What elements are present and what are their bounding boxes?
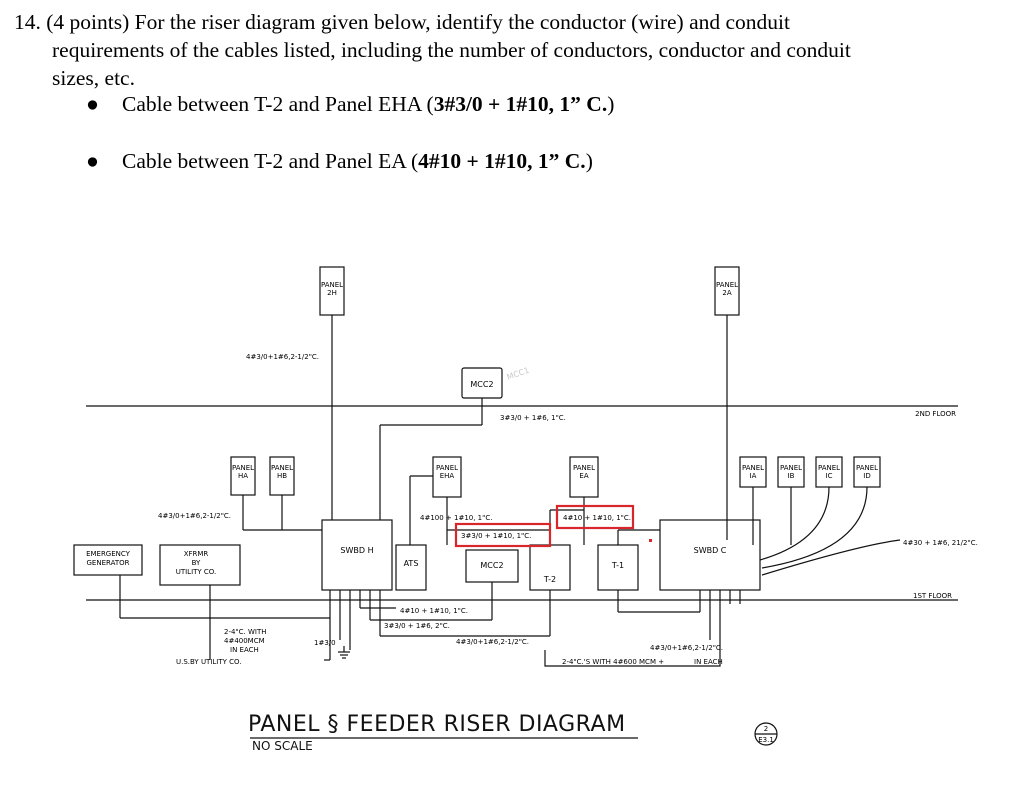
panel-2h-id: 2H xyxy=(327,289,337,297)
panel-ic-id: IC xyxy=(826,472,833,480)
bullet-answer: 3#3/0 + 1#10, 1” C. xyxy=(433,92,608,116)
sheet-number: 2 xyxy=(764,725,768,733)
bullet-dot-icon: ● xyxy=(86,92,99,116)
utility-label: U.S.BY UTILITY CO. xyxy=(176,658,241,666)
feeder-ea-highlighted-label: 4#10 + 1#10, 1"C. xyxy=(563,514,631,522)
highlight-eha-feeder xyxy=(454,522,552,548)
question-line-3: sizes, etc. xyxy=(52,66,135,90)
panel-ib-id: IB xyxy=(788,472,795,480)
first-floor-label: 1ST FLOOR xyxy=(913,592,952,600)
bullet-text: Cable between T-2 and Panel EHA (3#3/0 +… xyxy=(122,92,614,117)
feeder-swbdc-each-label: IN EACH xyxy=(694,658,723,666)
panel-id-id: ID xyxy=(863,472,870,480)
ground-label: 1#3/0 xyxy=(314,639,336,647)
swbd-h-box xyxy=(321,519,393,591)
panel-ic-label: PANEL xyxy=(818,464,840,472)
bullet-prefix: Cable between T-2 and Panel EA ( xyxy=(122,149,419,173)
t2-label: T-2 xyxy=(543,575,556,584)
bullet-suffix: ) xyxy=(585,149,593,173)
feeder-2h-label: 4#3/0+1#6,2-1/2"C. xyxy=(246,353,319,361)
ats-label: ATS xyxy=(404,559,419,568)
question-line-1: 14. (4 points) For the riser diagram giv… xyxy=(14,10,790,34)
feeder-mcc-top-label: 3#3/0 + 1#6, 1"C. xyxy=(500,414,566,422)
feeder-swbdc-430-label: 4#3/0+1#6,2-1/2"C. xyxy=(650,644,723,652)
mcc2-top-label: MCC2 xyxy=(470,380,493,389)
swbd-c-box xyxy=(659,519,761,591)
mcc2-bottom-label: MCC2 xyxy=(480,561,503,570)
panel-ia-id: IA xyxy=(750,472,757,480)
bullet-text: Cable between T-2 and Panel EA (4#10 + 1… xyxy=(122,149,593,174)
xfrmr-label-1: XFRMR xyxy=(184,550,209,558)
bullet-answer: 4#10 + 1#10, 1” C. xyxy=(418,149,586,173)
feeder-right-label: 4#30 + 1#6, 21/2"C. xyxy=(903,539,978,547)
xfrmr-box xyxy=(159,544,241,586)
panel-2a-label: PANEL xyxy=(716,281,738,289)
feeder-eha-highlighted-label: 3#3/0 + 1#10, 1"C. xyxy=(461,532,531,540)
panel-id-label: PANEL xyxy=(856,464,878,472)
feeder-ats-410-label: 4#10 + 1#10, 1"C. xyxy=(400,607,468,615)
red-dot-mark xyxy=(649,539,652,542)
panel-ha-id: HA xyxy=(238,472,248,480)
swbd-h-label: SWBD H xyxy=(340,546,373,555)
mcc2-handwritten-note: MCC1 xyxy=(506,365,531,381)
panel-hb-id: HB xyxy=(277,472,287,480)
swbd-c-label: SWBD C xyxy=(694,546,727,555)
diagram-subtitle: NO SCALE xyxy=(252,739,313,753)
feeder-swbdc-bottom-label: 2-4"C.'S WITH 4#600 MCM + xyxy=(562,658,664,666)
bullet-suffix: ) xyxy=(607,92,615,116)
feeder-4100-label: 4#100 + 1#10, 1"C. xyxy=(420,514,492,522)
panel-eha-id: EHA xyxy=(440,472,455,480)
xfrmr-feed-label-2: 4#400MCM xyxy=(224,637,265,645)
panel-eha-label: PANEL xyxy=(436,464,458,472)
panel-ha-label: PANEL xyxy=(232,464,254,472)
ats-box xyxy=(395,544,427,591)
bullet-dot-icon: ● xyxy=(86,149,99,173)
diagram-title: PANEL § FEEDER RISER DIAGRAM xyxy=(248,712,626,737)
second-floor-label: 2ND FLOOR xyxy=(915,410,956,418)
panel-ea-label: PANEL xyxy=(573,464,595,472)
t1-label: T-1 xyxy=(611,561,624,570)
panel-2a-id: 2A xyxy=(722,289,731,297)
highlight-ea-feeder xyxy=(555,504,635,530)
feeder-hahb-label: 4#3/0+1#6,2-1/2"C. xyxy=(158,512,231,520)
panel-ia-label: PANEL xyxy=(742,464,764,472)
panel-2h-label: PANEL xyxy=(321,281,343,289)
feeder-ats-430-label: 4#3/0+1#6,2-1/2"C. xyxy=(456,638,529,646)
panel-ib-label: PANEL xyxy=(780,464,802,472)
emergency-label-2: GENERATOR xyxy=(87,559,130,567)
feeder-ats-330-label: 3#3/0 + 1#6, 2"C. xyxy=(384,622,450,630)
panel-ea-id: EA xyxy=(579,472,588,480)
panel-hb-label: PANEL xyxy=(271,464,293,472)
xfrmr-feed-label-1: 2-4"C. WITH xyxy=(224,628,267,636)
question-line-2: requirements of the cables listed, inclu… xyxy=(52,38,851,62)
xfrmr-label-3: UTILITY CO. xyxy=(176,568,217,576)
emergency-generator-box xyxy=(73,544,143,576)
sheet-ref: E3.1 xyxy=(758,736,774,744)
emergency-label-1: EMERGENCY xyxy=(86,550,131,558)
question-text: 14. (4 points) For the riser diagram giv… xyxy=(14,8,1004,92)
xfrmr-feed-label-3: IN EACH xyxy=(230,646,259,654)
xfrmr-label-2: BY xyxy=(192,559,201,567)
bullet-prefix: Cable between T-2 and Panel EHA ( xyxy=(122,92,434,116)
